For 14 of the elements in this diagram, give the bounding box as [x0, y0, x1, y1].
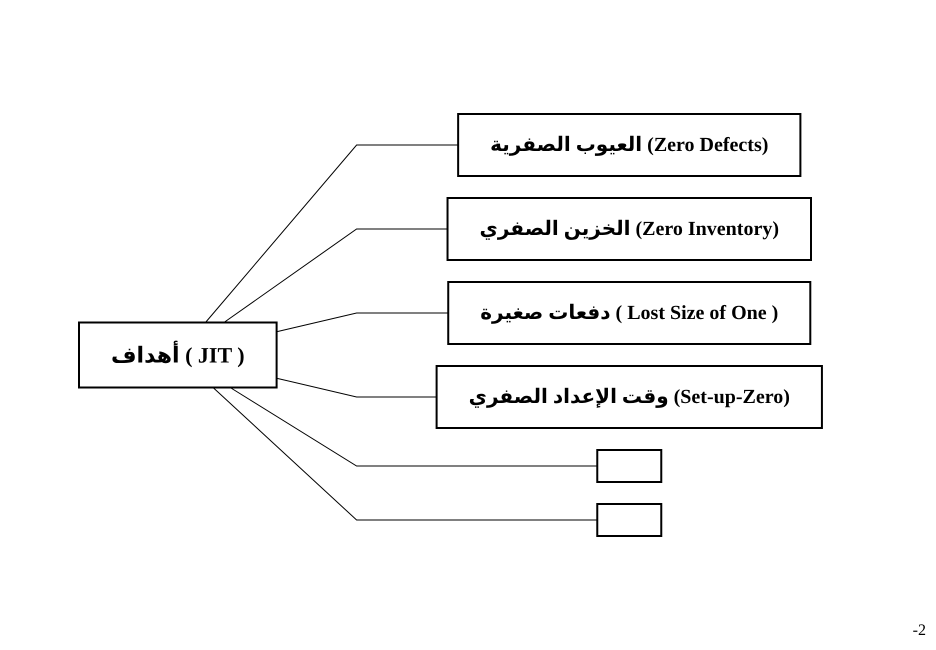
node-box: [596, 503, 662, 537]
node-box: وقت الإعداد الصفري (Set-up-Zero): [435, 365, 822, 429]
node-box: [596, 449, 662, 483]
node-box: أهداف ( JIT ): [78, 322, 278, 388]
page-number: -2: [912, 622, 926, 640]
connector: [212, 387, 598, 520]
connector: [229, 387, 598, 466]
node-box: الخزين الصفري (Zero Inventory): [446, 197, 812, 261]
connector: [276, 312, 448, 332]
node-box: دفعات صغيرة ( Lost Size of One ): [446, 281, 811, 345]
connector: [222, 228, 448, 323]
connector: [204, 144, 458, 323]
connector: [276, 378, 437, 398]
node-box: العيوب الصفرية (Zero Defects): [456, 113, 801, 177]
